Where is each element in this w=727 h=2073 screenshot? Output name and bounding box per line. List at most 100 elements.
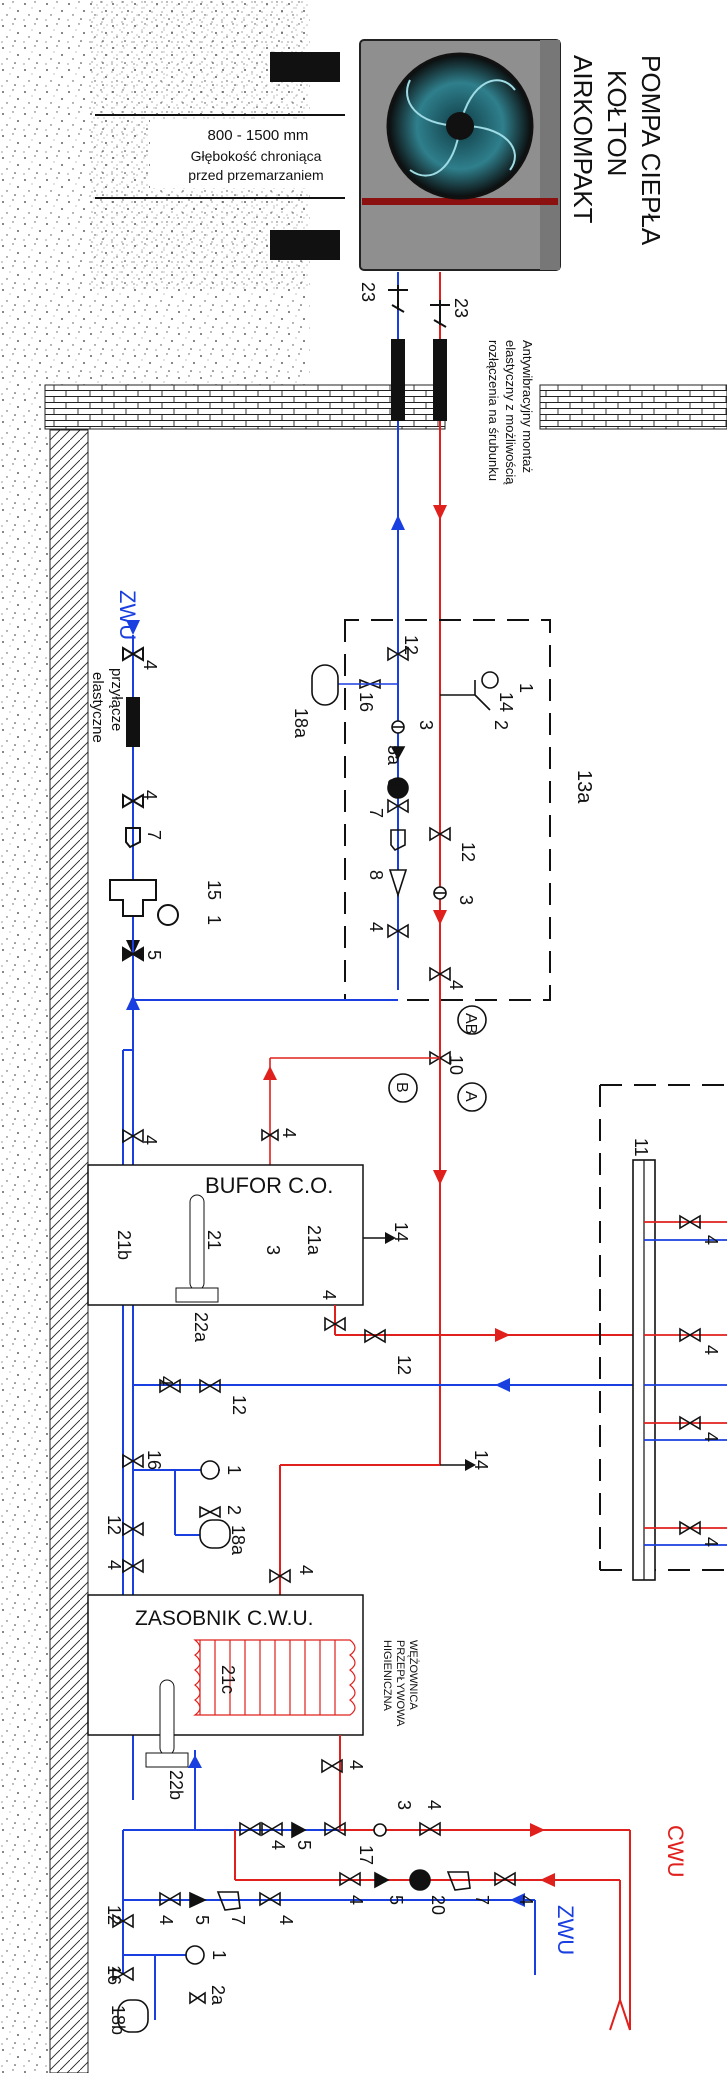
title-line-3: AIRKOMPAKT [568,55,598,224]
radiator-manifold [599,1084,727,1581]
label-21: 21 [204,1230,224,1250]
label-5-d: 5 [192,1915,212,1925]
antivibration-note: Antywibracyjny montaż elastyczny z możli… [486,340,535,485]
zwu-label-1: ZWU [115,590,140,640]
label-1-a: 1 [516,683,536,693]
dhw-fittings [112,1758,516,1982]
label-4-u: 4 [276,1915,296,1925]
group-13a-box [344,619,551,1001]
label-12-b: 12 [458,842,478,862]
label-4-d: 4 [140,660,160,670]
label-8: 8 [366,870,386,880]
label-3-d: 3 [394,1800,414,1810]
cwu-label: CWU [663,1825,688,1878]
flex-line-2: elastyczne [89,672,106,743]
label-12-a: 12 [401,635,421,655]
label-12-c: 12 [394,1355,414,1375]
label-7-b: 7 [144,830,164,840]
label-4-i: 4 [104,1560,124,1570]
brick-wall [44,384,727,430]
label-5-c: 5 [386,1895,406,1905]
buffer-title: BUFOR C.O. [205,1173,333,1198]
label-4-a: 4 [366,922,386,932]
label-18a-a: 18a [291,708,311,739]
pump-connections [388,272,450,1465]
label-17: 17 [356,1845,376,1865]
label-4-c: 4 [279,1128,299,1138]
buffer-tank: BUFOR C.O. 21a 3 21 21b 22a 14 [87,1164,411,1343]
zwu-label-2: ZWU [553,1905,578,1955]
label-22b: 22b [166,1770,186,1800]
antivib-line-1: Antywibracyjny montaż [520,340,535,473]
label-4-e: 4 [140,790,160,800]
coil-line-1: WĘŻOWNICA [407,1640,420,1710]
label-6: 6 [384,778,404,788]
label-1-c: 1 [224,1465,244,1475]
coil-line-3: HIGIENICZNA [381,1640,393,1712]
flex-line-1: przyłącze [108,668,125,731]
port-ab: AB [462,1013,479,1034]
label-4-p: 4 [268,1840,288,1850]
heating-circuit [122,1305,650,1600]
label-14-c: 14 [471,1450,491,1470]
antivib-line-2: elastyczny z możliwością [503,340,518,485]
label-4-n: 4 [701,1537,721,1547]
group-13a-components [311,646,499,939]
depth-annotation: 800 - 1500 mm Głębokość chroniąca przed … [95,114,350,199]
label-7-d: 7 [228,1915,248,1925]
label-7-a: 7 [366,808,386,818]
depth-note-1: Głębokość chroniąca [191,148,322,164]
label-21c: 21c [218,1665,238,1694]
label-4-g: 4 [319,1290,339,1300]
port-a: A [462,1091,479,1102]
label-18b: 18b [108,2005,128,2035]
label-4-k: 4 [701,1235,721,1245]
label-4-f: 4 [140,1135,160,1145]
dhw-circuit [117,1735,631,2033]
label-16-a: 16 [356,692,376,712]
group-13a-label: 13a [573,770,595,804]
label-14-b: 14 [391,1222,411,1242]
label-14-a: 14 [496,692,516,712]
label-23-cold: 23 [358,282,378,302]
label-4-b: 4 [446,980,466,990]
label-23-hot: 23 [451,298,471,318]
label-2-b: 2 [224,1505,244,1515]
label-4-t: 4 [156,1915,176,1925]
label-12-e: 12 [104,1515,124,1535]
label-1-b: 1 [204,915,224,925]
label-4-j: 4 [296,1565,316,1575]
label-15: 15 [204,880,224,900]
depth-value: 800 - 1500 mm [208,127,309,144]
heat-pump-title: POMPA CIEPŁA KOŁTON AIRKOMPAKT [568,55,666,246]
label-7-c: 7 [472,1895,492,1905]
heat-pump-unit [270,39,561,271]
label-16-c: 16 [104,1965,124,1985]
label-1-d: 1 [209,1950,229,1960]
label-3-c: 3 [263,1245,283,1255]
depth-note-2: przed przemarzaniem [188,167,323,183]
label-3-b: 3 [456,895,476,905]
label-4-s: 4 [516,1895,536,1905]
label-2-a: 2 [491,720,511,730]
label-4-m: 4 [701,1432,721,1442]
label-5-a: 5 [144,950,164,960]
label-20: 20 [428,1895,448,1915]
label-5-b: 5 [294,1840,314,1850]
coil-line-2: PRZEPŁYWOWA [394,1640,406,1727]
label-21a: 21a [304,1225,324,1256]
antivib-line-3: rozłączenia na śrubunku [486,340,501,481]
dhw-title: ZASOBNIK C.W.U. [135,1607,314,1630]
dhw-tank: ZASOBNIK C.W.U. 21c 22b WĘŻOWNICA PRZEPŁ… [87,1594,420,1800]
label-16-b: 16 [144,1450,164,1470]
label-10: 10 [446,1055,466,1075]
label-4-o: 4 [346,1760,366,1770]
title-line-2: KOŁTON [602,70,632,176]
label-3-a: 3 [416,720,436,730]
title-line-1: POMPA CIEPŁA [636,55,666,246]
label-2a: 2a [208,1985,228,2006]
port-b: B [393,1082,410,1093]
label-12-f: 12 [104,1905,124,1925]
label-11: 11 [631,1138,651,1157]
label-12-d: 12 [229,1395,249,1415]
